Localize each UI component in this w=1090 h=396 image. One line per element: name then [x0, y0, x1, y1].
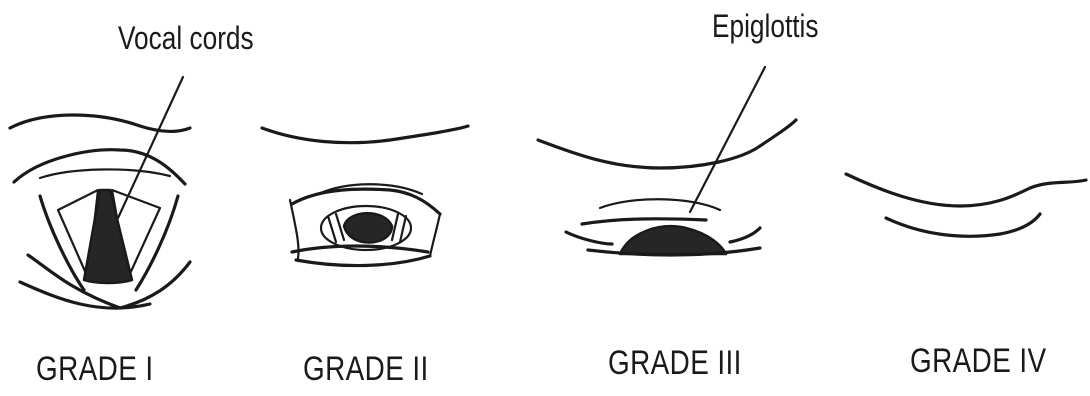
grade-3-upper-fold — [538, 120, 796, 168]
epiglottis-leader-line — [690, 67, 765, 212]
grade-1-right-wall — [136, 196, 178, 290]
grade-4-lower-fold — [886, 214, 1040, 236]
grade-3-label: GRADE III — [608, 346, 742, 380]
grade-4-upper-fold — [846, 174, 1086, 206]
grade-1-left-wall — [40, 196, 84, 290]
grade-3-left-edge — [566, 232, 612, 244]
grade-2-left-wall — [290, 200, 299, 258]
vocal-cords-label: Vocal cords — [118, 22, 254, 54]
grade-2-left-cord-stroke-b — [328, 216, 336, 242]
grade-1-upper-fold — [10, 115, 190, 132]
grade-3-epiglottis-mound — [620, 226, 726, 254]
grade-2-illustration — [262, 126, 468, 266]
grade-3-epiglottis-line — [600, 199, 720, 210]
grade-2-left-cord-stroke-a — [336, 214, 344, 240]
grade-1-inner-rim — [40, 169, 170, 178]
grade-3-right-edge — [730, 228, 760, 242]
vocal-cords-leader-line — [118, 77, 183, 218]
grade-2-glottic-opening — [344, 213, 392, 242]
grade-3-upper-rim — [582, 219, 706, 224]
grade-1-label: GRADE I — [36, 352, 154, 386]
epiglottis-label: Epiglottis — [712, 10, 818, 42]
grade-3-illustration — [538, 67, 796, 255]
grade-4-label: GRADE IV — [910, 344, 1047, 378]
grade-2-upper-fold — [262, 126, 468, 143]
grade-2-base-line — [296, 256, 430, 266]
grade-4-illustration — [846, 174, 1086, 236]
grade-2-right-wall — [430, 214, 440, 256]
grade-2-label: GRADE II — [303, 352, 429, 386]
grade-1-illustration — [10, 77, 190, 308]
